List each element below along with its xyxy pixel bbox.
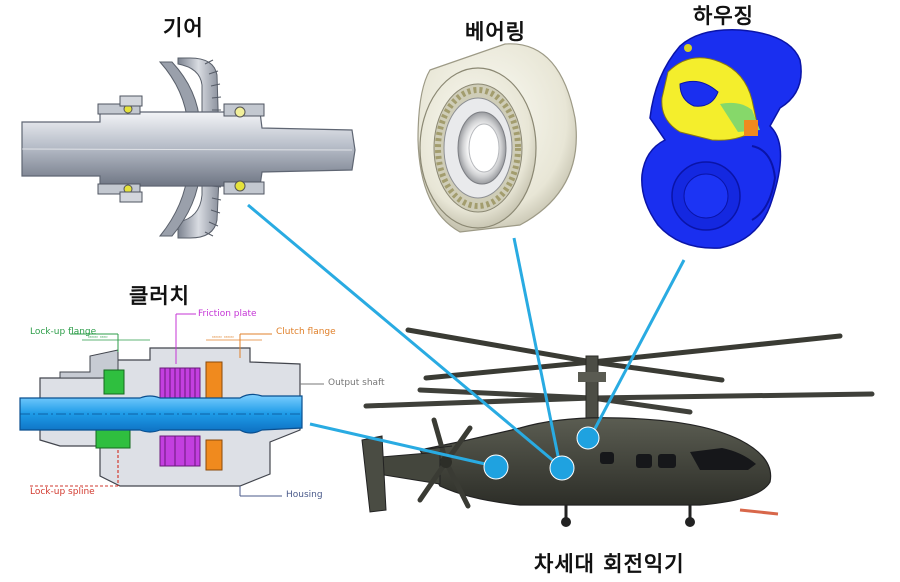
gear-illustration bbox=[21, 57, 356, 239]
lockup-flange-label: Lock-up flange bbox=[30, 327, 97, 337]
lockup-spline-label: Lock-up spline bbox=[30, 487, 95, 497]
housing-title: 하우징 bbox=[693, 4, 754, 28]
helicopter-illustration bbox=[361, 327, 875, 527]
connector-clutch bbox=[309, 422, 495, 468]
dim-text: ▭▭▭▭ ▭▭▭▭ bbox=[212, 334, 234, 339]
connector-housing bbox=[588, 259, 686, 439]
connector-gear bbox=[247, 203, 563, 470]
housing-illustration bbox=[641, 29, 802, 249]
clutch-flange-label: Clutch flange bbox=[276, 327, 336, 337]
output-shaft-label: Output shaft bbox=[328, 378, 385, 388]
gear-title: 기어 bbox=[163, 16, 204, 40]
bearing-illustration bbox=[417, 43, 577, 233]
dim-text: ▭▭▭▭ ▭▭▭ bbox=[88, 334, 108, 339]
bearing-title: 베어링 bbox=[465, 20, 526, 44]
marker-clutch bbox=[483, 454, 509, 480]
connector-bearing bbox=[512, 237, 562, 467]
housing-component-label: Housing bbox=[286, 490, 323, 500]
marker-bearing bbox=[549, 455, 575, 481]
connector-lines bbox=[247, 203, 686, 470]
clutch-title: 클러치 bbox=[129, 284, 190, 308]
friction-plate-label: Friction plate bbox=[198, 309, 257, 319]
clutch-illustration: ▭▭▭▭ ▭▭▭ ▭▭▭▭ ▭▭▭▭ bbox=[19, 313, 324, 497]
marker-housing bbox=[576, 426, 600, 450]
rotorcraft-title: 차세대 회전익기 bbox=[534, 552, 685, 576]
